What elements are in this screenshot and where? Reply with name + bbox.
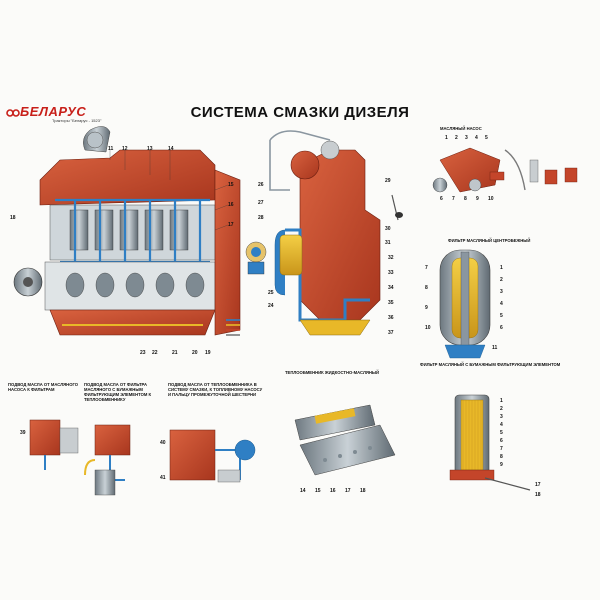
paper-callout-5: 5 <box>500 430 503 436</box>
pump-callout-5: 5 <box>485 135 488 141</box>
section-feed-2-title: ПОДВОД МАСЛА ОТ ФИЛЬТРА МАСЛЯНОГО С БУМА… <box>84 382 152 402</box>
callout-17: 17 <box>228 222 234 228</box>
callout-27: 27 <box>258 200 264 206</box>
callout-14: 14 <box>168 146 174 152</box>
callout-11: 11 <box>108 146 114 152</box>
hx-callout-16: 16 <box>330 488 336 494</box>
feed-diagram-2 <box>84 424 131 496</box>
pump-callout-9: 9 <box>476 196 479 202</box>
section-paper-filter-title: ФИЛЬТР МАСЛЯНЫЙ С БУМАЖНЫМ ФИЛЬТРУЮЩИМ Э… <box>420 362 561 367</box>
callout-21: 21 <box>172 350 178 356</box>
centrifuge-callout-1: 1 <box>500 265 503 271</box>
section-feed-3-title: ПОДВОД МАСЛА ОТ ТЕПЛООБМЕННИКА В СИСТЕМУ… <box>168 382 263 397</box>
callout-32: 32 <box>388 255 394 261</box>
pump-callout-4: 4 <box>475 135 478 141</box>
centrifuge-callout-8: 8 <box>425 285 428 291</box>
centrifuge-callout-11: 11 <box>492 345 498 351</box>
heat-exchanger-illustration <box>294 404 396 476</box>
paper-filter-illustration <box>449 394 531 491</box>
callout-22: 22 <box>152 350 158 356</box>
callout-34: 34 <box>388 285 394 291</box>
callout-28: 28 <box>258 215 264 221</box>
section-feed-1-title: ПОДВОД МАСЛА ОТ МАСЛЯНОГО НАСОСА К ФИЛЬТ… <box>8 382 79 392</box>
oil-pump-illustration <box>432 147 578 193</box>
pump-callout-7: 7 <box>452 196 455 202</box>
brand-logo-icon <box>6 109 20 117</box>
page-title: СИСТЕМА СМАЗКИ ДИЗЕЛЯ <box>190 104 410 121</box>
oil-pressure-sensor <box>245 241 267 275</box>
callout-13: 13 <box>147 146 153 152</box>
centrifuge-filter-illustration <box>439 249 491 359</box>
paper-callout-6: 6 <box>500 438 503 444</box>
pump-callout-2: 2 <box>455 135 458 141</box>
brand-subtitle: Тракторы "Беларус - 1523" <box>52 118 102 123</box>
paper-callout-8: 8 <box>500 454 503 460</box>
paper-callout-3: 3 <box>500 414 503 420</box>
callout-19: 19 <box>205 350 211 356</box>
feed-callout-40: 40 <box>160 440 166 446</box>
callout-26: 26 <box>258 182 264 188</box>
section-heat-exchanger-title: ТЕПЛООБМЕННИК ЖИДКОСТНО-МАСЛЯНЫЙ <box>285 370 380 375</box>
callout-31: 31 <box>385 240 391 246</box>
paper-callout-18: 18 <box>535 492 541 498</box>
feed-callout-41: 41 <box>160 475 166 481</box>
callout-24: 24 <box>268 303 274 309</box>
hx-callout-14: 14 <box>300 488 306 494</box>
feed-diagram-3 <box>169 429 256 483</box>
legend <box>226 319 240 336</box>
hx-callout-18: 18 <box>360 488 366 494</box>
centrifuge-callout-6: 6 <box>500 325 503 331</box>
pump-callout-6: 6 <box>440 196 443 202</box>
feed-callout-39: 39 <box>20 430 26 436</box>
hx-callout-15: 15 <box>315 488 321 494</box>
centrifuge-callout-9: 9 <box>425 305 428 311</box>
callout-16: 16 <box>228 202 234 208</box>
callout-36: 36 <box>388 315 394 321</box>
engine-side-view <box>269 130 403 336</box>
paper-callout-17: 17 <box>535 482 541 488</box>
pump-callout-3: 3 <box>465 135 468 141</box>
callout-15: 15 <box>228 182 234 188</box>
feed-diagram-1 <box>29 419 79 470</box>
paper-callout-4: 4 <box>500 422 503 428</box>
centrifuge-callout-3: 3 <box>500 289 503 295</box>
centrifuge-callout-10: 10 <box>425 325 431 331</box>
callout-12: 12 <box>122 146 128 152</box>
callout-25: 25 <box>268 290 274 296</box>
section-pump-title: МАСЛЯНЫЙ НАСОС <box>440 126 482 131</box>
brand-name: БЕЛАРУС <box>20 104 87 119</box>
pump-callout-8: 8 <box>464 196 467 202</box>
centrifuge-callout-7: 7 <box>425 265 428 271</box>
callout-33: 33 <box>388 270 394 276</box>
callout-18: 18 <box>10 215 16 221</box>
hx-callout-17: 17 <box>345 488 351 494</box>
callout-20: 20 <box>192 350 198 356</box>
paper-callout-7: 7 <box>500 446 503 452</box>
callout-37: 37 <box>388 330 394 336</box>
centrifuge-callout-5: 5 <box>500 313 503 319</box>
callout-29: 29 <box>385 178 391 184</box>
callout-30: 30 <box>385 226 391 232</box>
callout-35: 35 <box>388 300 394 306</box>
pump-callout-1: 1 <box>445 135 448 141</box>
centrifuge-callout-2: 2 <box>500 277 503 283</box>
paper-callout-2: 2 <box>500 406 503 412</box>
section-centrifuge-title: ФИЛЬТР МАСЛЯНЫЙ ЦЕНТРОБЕЖНЫЙ <box>448 238 531 243</box>
pump-callout-10: 10 <box>488 196 494 202</box>
paper-callout-1: 1 <box>500 398 503 404</box>
engine-cross-section <box>13 126 241 336</box>
paper-callout-9: 9 <box>500 462 503 468</box>
callout-23: 23 <box>140 350 146 356</box>
centrifuge-callout-4: 4 <box>500 301 503 307</box>
